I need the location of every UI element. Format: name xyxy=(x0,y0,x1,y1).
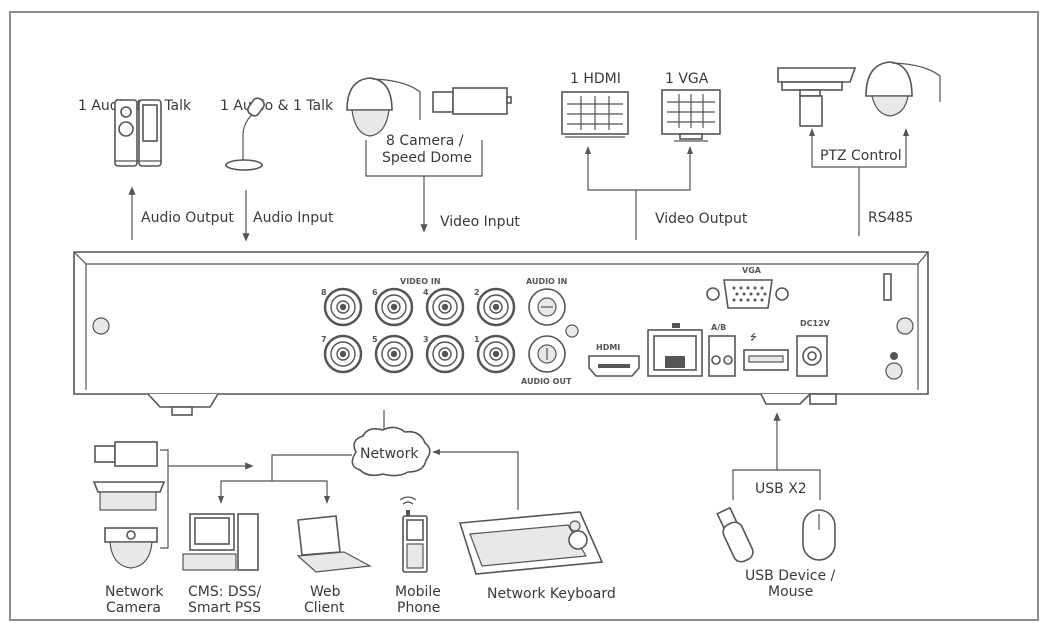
vga-port[interactable] xyxy=(706,279,789,309)
speed-dome-icon xyxy=(346,77,421,137)
monitors-bracket xyxy=(587,148,691,191)
video-in-port-2[interactable]: 2 xyxy=(474,287,516,327)
usb-device-label-line1: USB Device / xyxy=(745,568,836,584)
mouse-icon xyxy=(802,509,836,561)
video-in-port-number: 3 xyxy=(423,335,429,344)
ground-icon xyxy=(890,352,898,360)
web-client-label-line2: Client xyxy=(304,600,345,616)
vent-icon xyxy=(883,273,892,301)
network-camera-bracket xyxy=(160,449,169,549)
speaker-icon xyxy=(114,99,162,167)
mobile-phone-icon xyxy=(399,496,428,573)
cms-label-line2: Smart PSS xyxy=(188,600,261,616)
video-in-port-8[interactable]: 8 xyxy=(321,287,363,327)
monitor-icon xyxy=(661,89,721,142)
hdmi-port-label: HDMI xyxy=(596,343,620,352)
network-label: Network xyxy=(360,446,419,462)
video-in-port-number: 1 xyxy=(474,335,480,344)
cms-label-line1: CMS: DSS/ xyxy=(188,584,261,600)
audio-out-label: AUDIO OUT xyxy=(521,377,572,386)
ethernet-port[interactable] xyxy=(647,323,703,377)
screw-icon xyxy=(885,362,903,380)
rs485-port[interactable] xyxy=(708,335,736,377)
ptz-housing-icon xyxy=(777,67,857,127)
ground-screw-icon xyxy=(565,324,579,338)
video-in-port-number: 6 xyxy=(372,288,378,297)
dome-camera-icon xyxy=(104,527,158,569)
bullet-camera-icon xyxy=(92,481,166,511)
audio-input-label: Audio Input xyxy=(253,210,334,226)
dvr-back-panel xyxy=(73,251,929,416)
network-cloud-icon xyxy=(351,426,431,477)
desktop-computer-icon xyxy=(182,513,259,571)
box-camera-icon xyxy=(432,87,512,115)
video-in-port-3[interactable]: 3 xyxy=(423,334,465,374)
usb-device-label-line2: Mouse xyxy=(768,584,813,600)
video-in-port-number: 5 xyxy=(372,335,378,344)
usb-label: USB X2 xyxy=(755,481,807,497)
diagram-frame xyxy=(9,11,1039,621)
ptz-control-label: PTZ Control xyxy=(820,148,902,164)
cameras-label-line2: Speed Dome xyxy=(382,150,472,166)
hdmi-monitor-label: 1 HDMI xyxy=(570,71,621,87)
vga-monitor-label: 1 VGA xyxy=(665,71,709,87)
usb-bracket xyxy=(732,469,821,500)
video-input-label: Video Input xyxy=(440,214,520,230)
audio-out-port[interactable] xyxy=(528,335,566,373)
mobile-phone-label-line1: Mobile xyxy=(395,584,441,600)
power-port-label: DC12V xyxy=(800,319,831,328)
usb-flash-drive-icon xyxy=(716,506,754,563)
video-in-port-number: 4 xyxy=(423,288,429,297)
laptop-icon xyxy=(296,515,372,573)
network-camera-label-line2: Camera xyxy=(106,600,161,616)
vga-port-label: VGA xyxy=(742,266,762,275)
usb-port[interactable]: ⭍ xyxy=(743,332,789,371)
screw-icon xyxy=(896,317,914,335)
client-bracket xyxy=(220,480,328,502)
network-icon xyxy=(672,323,680,328)
box-camera-icon xyxy=(94,441,158,467)
video-in-label: VIDEO IN xyxy=(400,277,441,286)
cloud-distribution-line xyxy=(271,454,352,481)
video-in-port-5[interactable]: 5 xyxy=(372,334,414,374)
power-port[interactable] xyxy=(796,335,828,377)
screw-icon xyxy=(92,317,110,335)
video-in-port-7[interactable]: 7 xyxy=(321,334,363,374)
video-in-port-1[interactable]: 1 xyxy=(474,334,516,374)
video-in-port-number: 2 xyxy=(474,288,480,297)
cameras-label-line1: 8 Camera / xyxy=(386,133,464,149)
network-camera-label-line1: Network xyxy=(105,584,164,600)
rs485-label: RS485 xyxy=(868,210,913,226)
video-in-port-4[interactable]: 4 xyxy=(423,287,465,327)
video-in-port-number: 7 xyxy=(321,335,327,344)
mobile-phone-label-line2: Phone xyxy=(397,600,440,616)
hdmi-port[interactable] xyxy=(588,355,640,377)
microphone-icon xyxy=(225,97,265,171)
audio-in-port[interactable] xyxy=(528,288,566,326)
svg-text:⭍: ⭍ xyxy=(750,332,757,342)
network-keyboard-label: Network Keyboard xyxy=(487,586,616,602)
monitor-icon xyxy=(561,91,629,138)
network-keyboard-icon xyxy=(458,511,604,575)
video-in-port-6[interactable]: 6 xyxy=(372,287,414,327)
video-in-ports: 8 6 4 2 7 5 3 1 xyxy=(321,287,516,374)
audio-output-label: Audio Output xyxy=(141,210,234,226)
rs485-port-label: A/B xyxy=(711,323,726,332)
speed-dome-icon xyxy=(865,61,941,117)
video-in-port-number: 8 xyxy=(321,288,327,297)
keyboard-network-line xyxy=(434,451,519,510)
audio-in-label: AUDIO IN xyxy=(526,277,567,286)
web-client-label-line1: Web xyxy=(310,584,341,600)
video-output-label: Video Output xyxy=(655,211,748,227)
audio-input-device-label: 1 Audio & 1 Talk xyxy=(220,98,334,114)
